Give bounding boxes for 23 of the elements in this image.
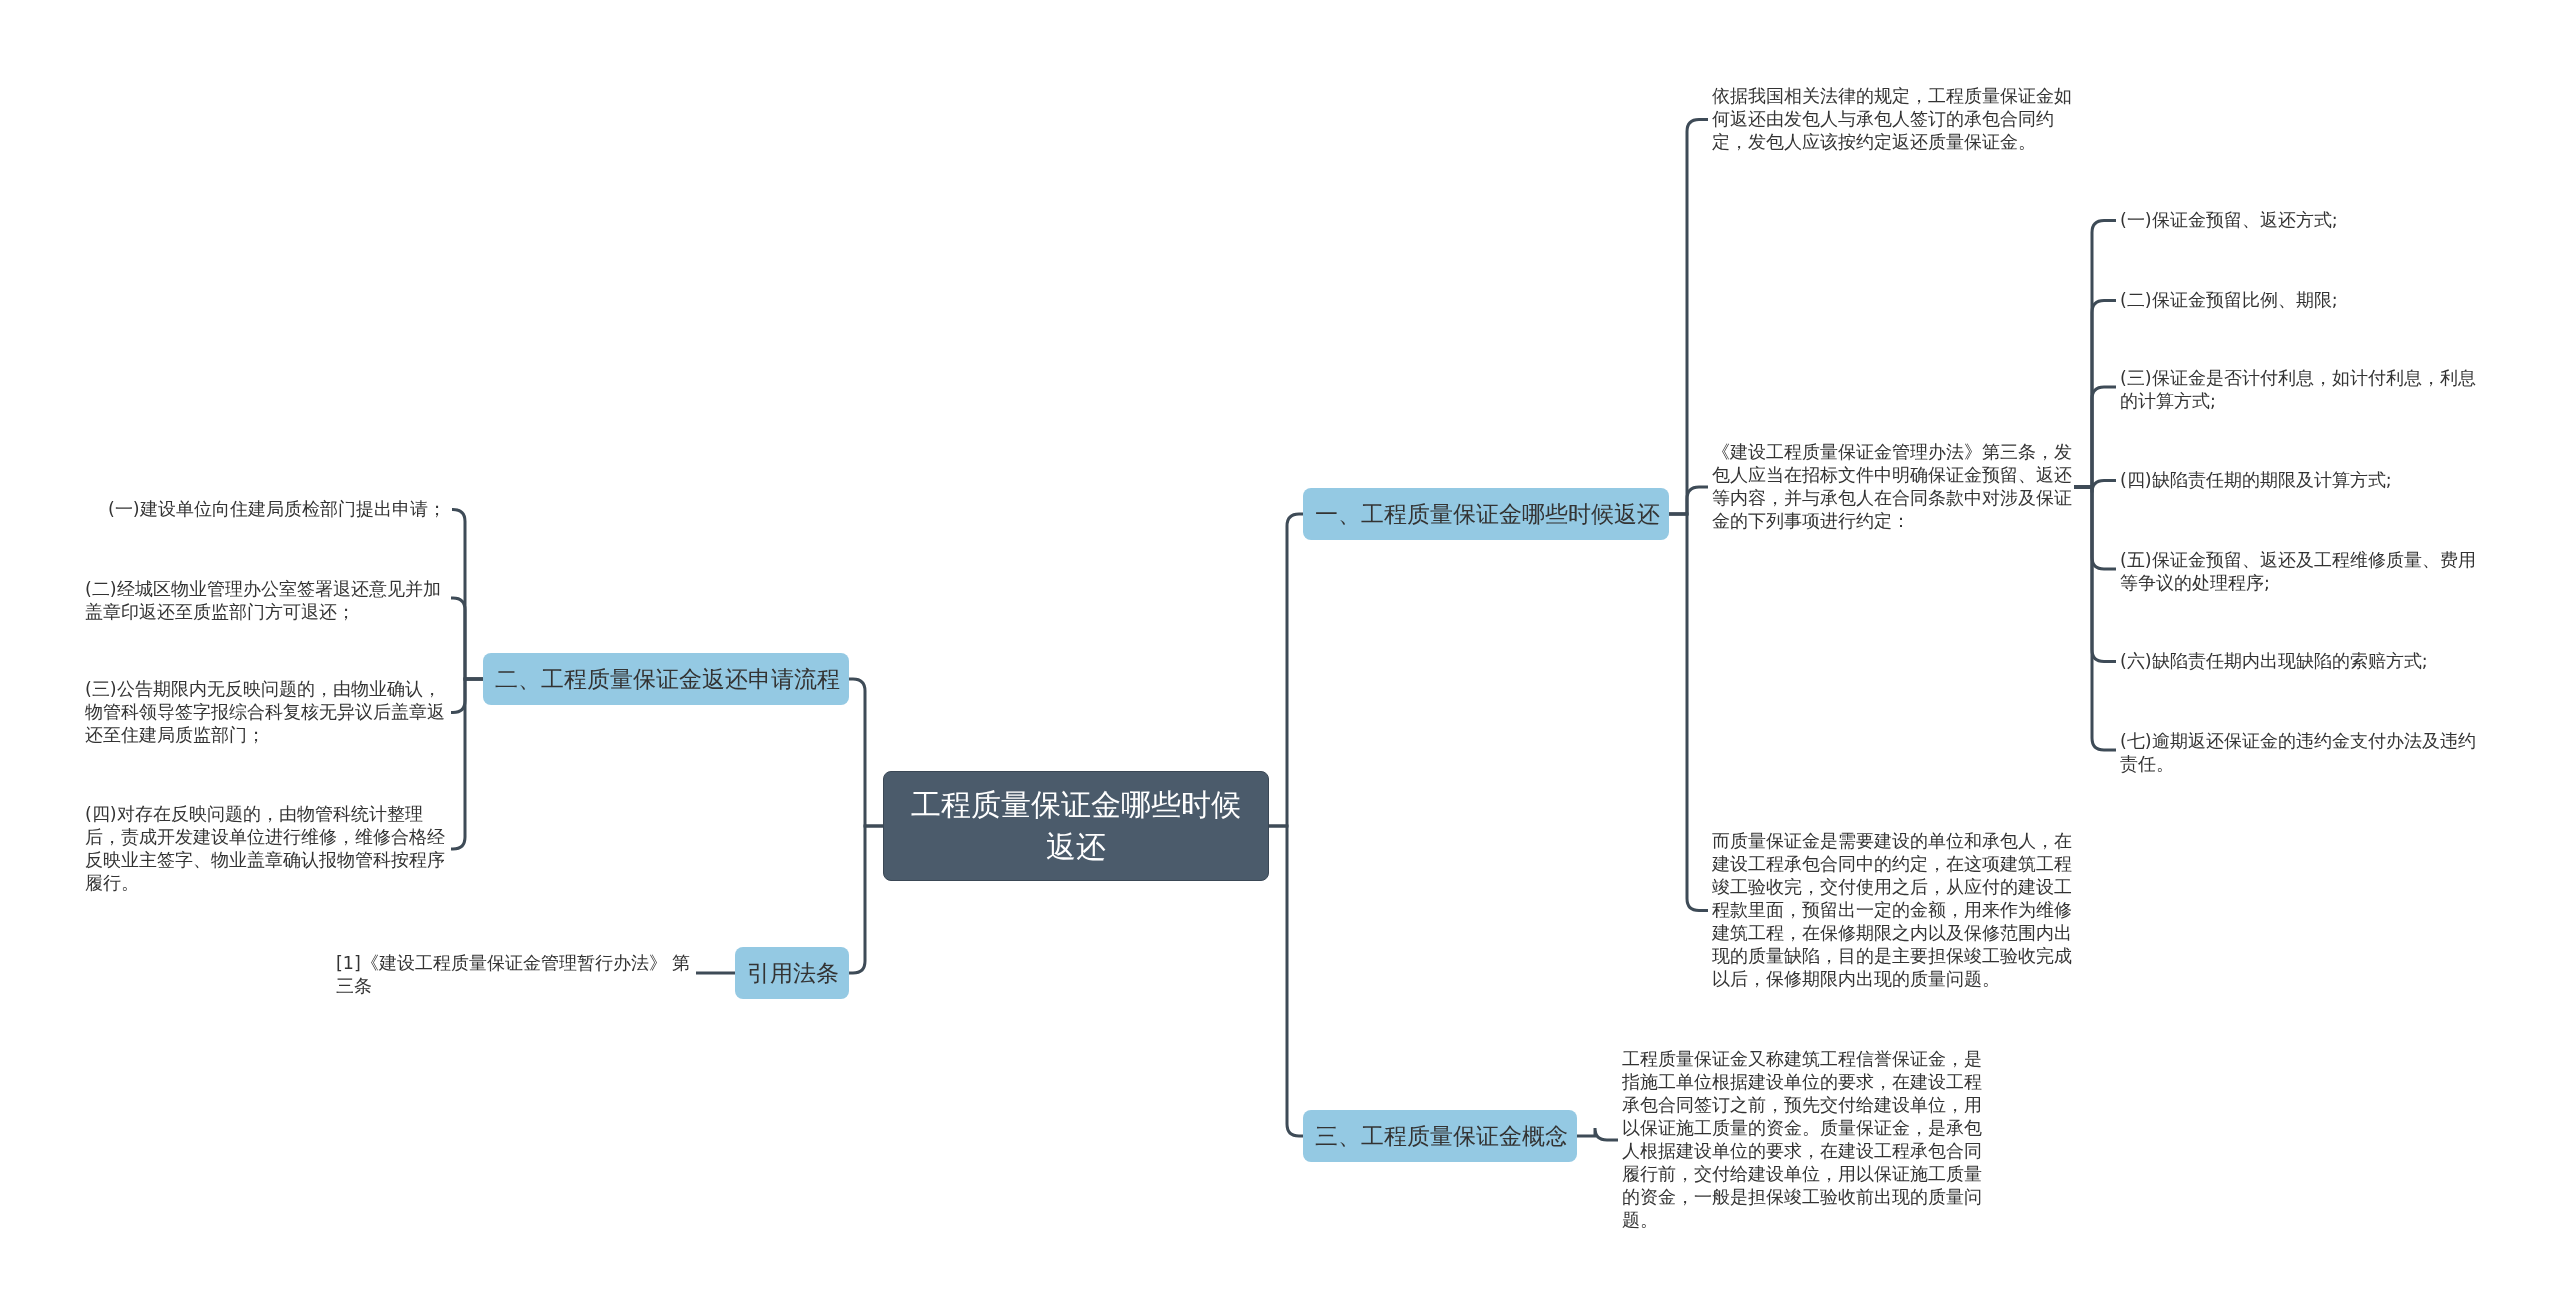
note-text: (三)保证金是否计付利息，如计付利息，利息的计算方式;	[2120, 367, 2480, 413]
note-text: [1]《建设工程质量保证金管理暂行办法》 第三条	[336, 952, 692, 998]
note-text: (一)保证金预留、返还方式;	[2120, 209, 2480, 232]
note-text: (四)对存在反映问题的，由物管科统计整理后，责成开发建设单位进行维修，维修合格经反映业主签字、物业盖章确认报物管科按程序履行。	[85, 803, 447, 895]
note-text: 《建设工程质量保证金管理办法》第三条，发包人应当在招标文件中明确保证金预留、返还等内容，并与承包人在合同条款中对涉及保证金的下列事项进行约定：	[1712, 441, 2074, 533]
topic-box: 二、工程质量保证金返还申请流程	[483, 653, 849, 705]
note-text: (三)公告期限内无反映问题的，由物业确认，物管科领导签字报综合科复核无异议后盖章返还至住建局质监部门；	[85, 678, 447, 747]
central-topic-box: 工程质量保证金哪些时候返还	[883, 771, 1269, 881]
note-text: 工程质量保证金又称建筑工程信誉保证金，是指施工单位根据建设单位的要求，在建设工程承包合同签订之前，预先交付给建设单位，用以保证施工质量的资金。质量保证金，是承包人根据建设单位的要求，在建设工程承包合同履行前，交付给建设单位，用以保证施工质量的资金，一般是担保竣工验收前出现的质量问题。	[1622, 1048, 1984, 1232]
topic-box: 一、工程质量保证金哪些时候返还	[1303, 488, 1669, 540]
connector-line	[1577, 1126, 1618, 1142]
note-text: 依据我国相关法律的规定，工程质量保证金如何返还由发包人与承包人签订的承包合同约定，发包人应该按约定返还质量保证金。	[1712, 85, 2074, 154]
topic-box: 三、工程质量保证金概念	[1303, 1110, 1577, 1162]
note-text: (五)保证金预留、返还及工程维修质量、费用等争议的处理程序;	[2120, 549, 2480, 595]
note-text: (四)缺陷责任期的期限及计算方式;	[2120, 469, 2480, 492]
note-text: (一)建设单位向住建局质检部门提出申请；	[108, 498, 448, 521]
note-text: (六)缺陷责任期内出现缺陷的索赔方式;	[2120, 650, 2480, 673]
topic-box: 引用法条	[735, 947, 849, 999]
note-text: (二)经城区物业管理办公室签署退还意见并加盖章印返还至质监部门方可退还；	[85, 578, 447, 624]
note-text: (二)保证金预留比例、期限;	[2120, 289, 2480, 312]
note-text: (七)逾期返还保证金的违约金支付办法及违约责任。	[2120, 730, 2480, 776]
note-text: 而质量保证金是需要建设的单位和承包人，在建设工程承包合同中的约定，在这项建筑工程竣工验收完，交付使用之后，从应付的建设工程款里面，预留出一定的金额，用来作为维修建筑工程，在保修期限之内以及保修范围内出现的质量缺陷，目的是主要担保竣工验收完成以后，保修期限内出现的质量问题。	[1712, 830, 2074, 991]
connector-line	[696, 971, 735, 975]
